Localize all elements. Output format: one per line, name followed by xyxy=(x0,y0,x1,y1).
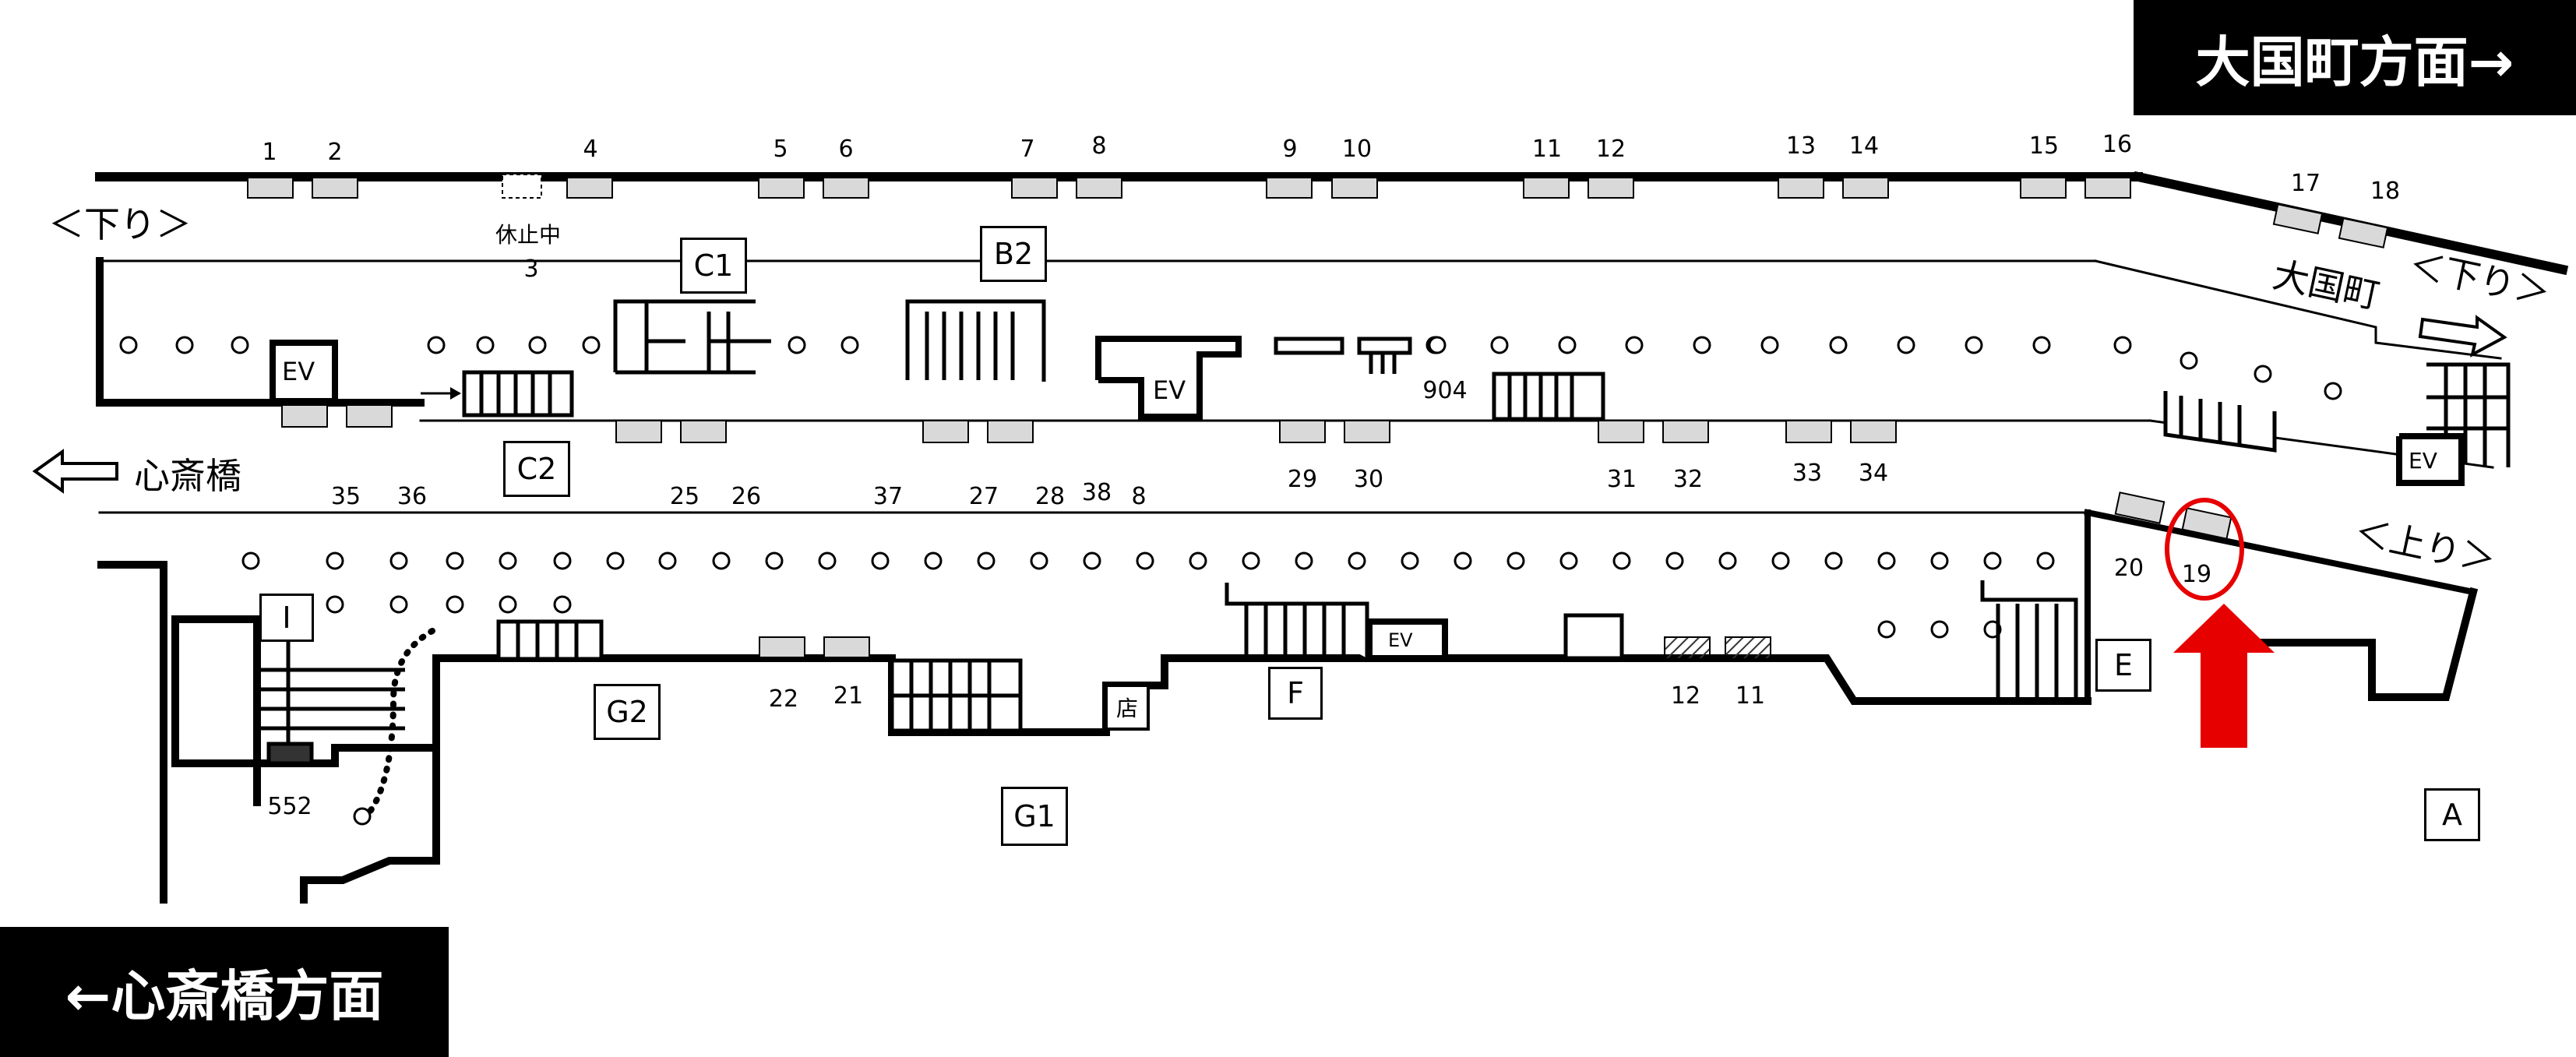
door-number: 10 xyxy=(1341,136,1373,163)
shop-box: 店 xyxy=(1105,684,1150,731)
label-shinsaibashi: 心斎橋 xyxy=(134,455,241,497)
label-suspended: 休止中 xyxy=(495,222,562,248)
exit-box-e: E xyxy=(2095,639,2151,692)
door-number: 552 xyxy=(267,793,312,820)
door-number: 15 xyxy=(2028,132,2060,160)
exit-box-c1: C1 xyxy=(680,238,747,294)
door-number: 8 xyxy=(1091,132,1107,160)
platform-walls xyxy=(95,171,2569,904)
door-number-highlighted: 19 xyxy=(2181,561,2212,588)
door-number: 13 xyxy=(1785,132,1817,160)
door-number: 1 xyxy=(262,139,277,166)
elevator-label: EV xyxy=(2409,448,2437,474)
direction-banner-daikokucho: 大国町方面→ xyxy=(2134,0,2576,115)
stairs xyxy=(253,299,2511,766)
door-number: 18 xyxy=(2370,178,2401,205)
door-number: 22 xyxy=(768,685,799,713)
door-number: 25 xyxy=(669,483,700,510)
direction-banner-shinsaibashi: ←心斎橋方面 xyxy=(0,927,449,1057)
elevator-label: EV xyxy=(1388,629,1413,651)
door-number: 28 xyxy=(1034,483,1066,510)
highlight-circle xyxy=(2165,498,2244,601)
door-number: 20 xyxy=(2113,555,2144,582)
pillars xyxy=(119,336,2342,826)
elevators xyxy=(270,336,2465,661)
door-number: 5 xyxy=(773,136,788,163)
elevator-label: EV xyxy=(1153,375,1186,405)
door-number: 7 xyxy=(1020,136,1035,163)
door-number: 3 xyxy=(523,255,539,283)
door-number: 904 xyxy=(1422,377,1468,404)
door-number: 37 xyxy=(872,483,904,510)
exit-box-g2: G2 xyxy=(594,684,661,740)
door-number: 17 xyxy=(2290,170,2321,197)
door-number: 26 xyxy=(731,483,762,510)
door-number: 35 xyxy=(330,483,361,510)
exit-box-g1: G1 xyxy=(1001,787,1068,846)
hatched-doors xyxy=(1664,636,1771,660)
arrow-left-icon xyxy=(32,449,118,494)
door-number: 31 xyxy=(1606,466,1637,493)
exit-box-a: A xyxy=(2424,788,2480,841)
door-number: 34 xyxy=(1858,460,1889,487)
door-number: 12 xyxy=(1670,682,1701,710)
door-number: 27 xyxy=(968,483,999,510)
door-number: 4 xyxy=(583,136,598,163)
walkway-path xyxy=(363,628,435,819)
door-number: 30 xyxy=(1353,466,1384,493)
exit-box-b2: B2 xyxy=(980,226,1047,282)
door-number: 33 xyxy=(1792,460,1823,487)
elevator-label: EV xyxy=(282,357,315,386)
door-number: 16 xyxy=(2102,131,2133,158)
door-number: 21 xyxy=(833,682,864,710)
label-down-left: ＜下り＞ xyxy=(48,203,192,245)
door-number: 11 xyxy=(1735,682,1766,710)
exit-box-i: I xyxy=(259,594,314,642)
door-number: 36 xyxy=(396,483,428,510)
door-number: 12 xyxy=(1595,136,1626,163)
highlight-arrow xyxy=(2173,604,2275,748)
door-number: 6 xyxy=(838,136,854,163)
door-number: 14 xyxy=(1848,132,1880,160)
door-number: 29 xyxy=(1287,466,1318,493)
door-number: 9 xyxy=(1282,136,1298,163)
arrow-right-icon xyxy=(2418,315,2507,358)
exit-box-c2: C2 xyxy=(503,441,570,497)
door-number: 2 xyxy=(327,139,343,166)
door-number: 8 xyxy=(1131,483,1147,510)
exit-box-f: F xyxy=(1268,667,1323,720)
small-arrow-icon xyxy=(421,387,461,400)
door-number: 38 xyxy=(1081,479,1112,506)
door-number: 11 xyxy=(1531,136,1563,163)
door-markers xyxy=(247,174,2389,658)
door-number: 32 xyxy=(1672,466,1704,493)
